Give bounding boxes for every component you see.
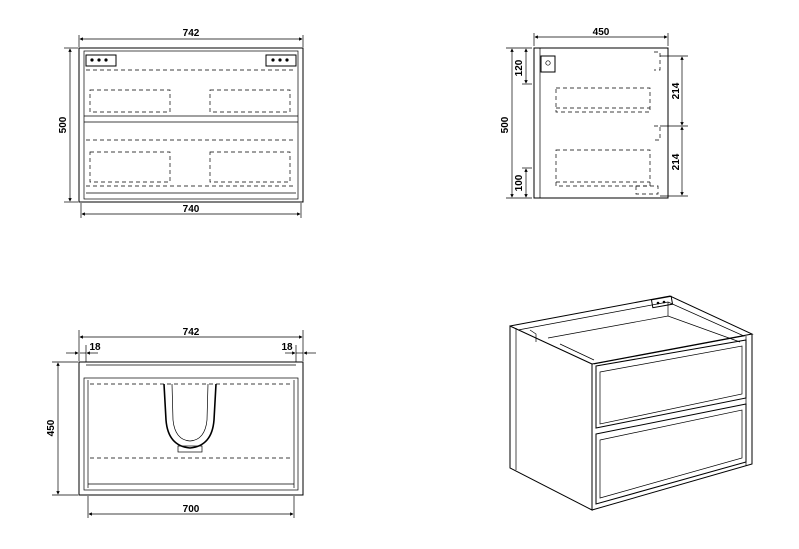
side-drawer-lower: 214	[671, 153, 682, 170]
top-view: 742 18 18 450 700	[46, 327, 316, 518]
top-side-right: 18	[281, 342, 293, 353]
top-inner-outline	[83, 377, 299, 491]
side-bottom-offset: 100	[514, 174, 525, 191]
bracket-right	[265, 54, 297, 67]
front-view: 742 740 500	[58, 28, 304, 218]
side-view: 450 500 120 100 214 214	[500, 27, 688, 199]
top-inner-width: 700	[183, 504, 200, 515]
top-outline	[78, 361, 304, 496]
side-width: 450	[593, 27, 610, 38]
top-side-left: 18	[89, 342, 101, 353]
side-outline	[533, 47, 669, 199]
side-bracket	[540, 55, 556, 73]
top-width: 742	[183, 327, 200, 338]
front-outline	[78, 47, 304, 203]
siphon-cutout	[163, 383, 217, 449]
iso-bracket	[650, 295, 674, 309]
bracket-left	[85, 54, 117, 67]
front-top-width: 742	[183, 28, 200, 39]
iso-upper-drawer	[595, 339, 747, 429]
side-drawer-upper: 214	[671, 82, 682, 99]
front-inner-outline	[83, 50, 299, 200]
iso-lower-drawer	[595, 403, 747, 505]
front-bottom-width: 740	[183, 204, 200, 215]
side-height: 500	[500, 116, 511, 133]
side-top-offset: 120	[514, 59, 525, 76]
isometric-view	[509, 295, 754, 511]
top-depth: 450	[46, 419, 57, 436]
front-height: 500	[58, 116, 69, 133]
